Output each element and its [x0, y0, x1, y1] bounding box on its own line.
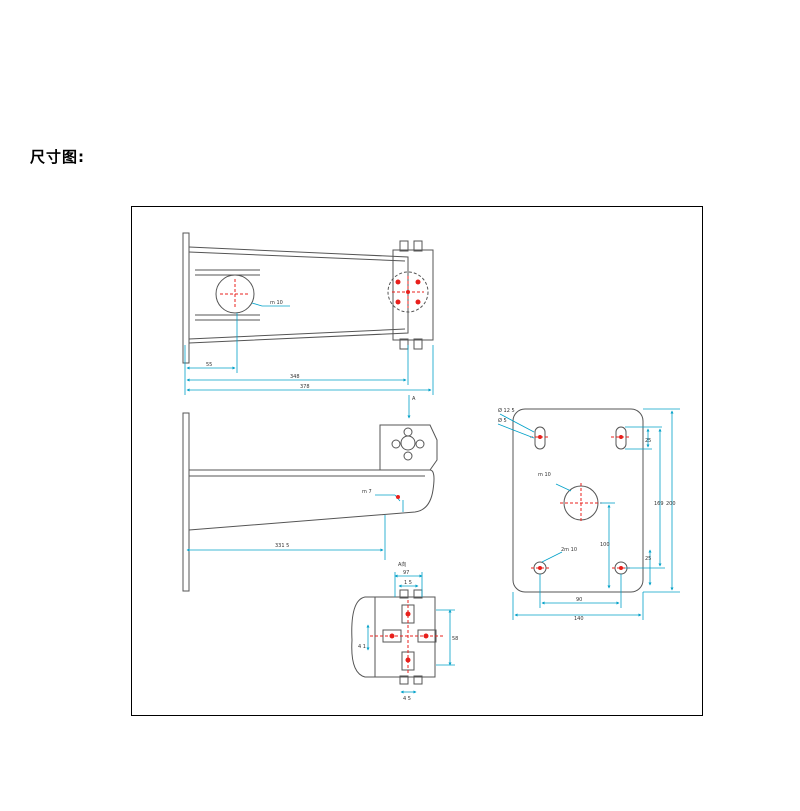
base-plate-dim-bottom-offset: 25 [645, 556, 651, 562]
side-arm-outline [188, 246, 409, 344]
base-plate-dim-right-mid: 169 [654, 501, 664, 507]
base-plate-dim-hole-spacing: 90 [576, 597, 582, 603]
page-heading: 尺寸图: [30, 148, 85, 166]
base-plate-slot-right [615, 426, 627, 450]
base-plate-dim-center-height: 100 [600, 542, 610, 548]
detail-a-dimensions [366, 572, 455, 694]
side-dim-offset: 55 [206, 362, 212, 368]
base-plate-slot-label-1: Ø 12 5 [498, 407, 515, 414]
side-hole-label: m 10 [270, 300, 283, 306]
detail-a-dim-top-inner: 1 5 [404, 580, 412, 586]
detail-a-holes [389, 611, 429, 663]
base-plate-center-marks [530, 436, 631, 569]
front-view [182, 412, 438, 592]
side-view [182, 232, 434, 364]
front-dimensions [186, 395, 411, 560]
front-dim-length: 331 5 [275, 543, 289, 549]
front-wall-plate [182, 412, 190, 592]
base-plate-hole-centers [538, 435, 623, 570]
base-plate-slot-left [534, 426, 546, 450]
detail-a-dim-left: 4 1 [358, 644, 366, 650]
base-plate-dim-right-inner: 25 [645, 438, 651, 444]
detail-a-center-marks [370, 600, 445, 675]
drawing-frame [131, 206, 703, 716]
side-mount-hole [215, 274, 255, 314]
base-plate-center-hole-label: m 10 [538, 472, 551, 478]
side-head-block [392, 249, 434, 341]
detail-a-body [374, 596, 436, 678]
detail-a-left-arc [351, 596, 375, 678]
detail-a-dim-bottom: 4 5 [403, 696, 411, 702]
front-screw-hole [396, 495, 400, 499]
side-head-bolts [395, 279, 421, 305]
base-plate-view [512, 408, 644, 593]
front-arrow-label: A [412, 396, 416, 402]
base-plate-dimensions [497, 408, 680, 620]
front-screw-label: m 7 [362, 489, 372, 495]
detail-a-dim-top-outer: 97 [403, 570, 409, 576]
detail-a-dim-right: 58 [452, 636, 458, 642]
front-head-bracket [379, 424, 438, 471]
side-dim-length: 348 [290, 374, 300, 380]
base-plate-slot-label-2: Ø 5 [498, 417, 507, 424]
base-plate-dim-width: 140 [574, 616, 584, 622]
base-plate-bottom-hole-label: 2m 10 [561, 547, 577, 553]
side-dim-total: 378 [300, 384, 310, 390]
detail-a-title: A向 [398, 561, 406, 568]
base-plate-dim-right-outer: 200 [666, 501, 676, 507]
side-wall-plate [182, 232, 190, 364]
side-head-pivot [387, 271, 429, 313]
side-dimensions [184, 302, 434, 395]
front-arm-outline [188, 469, 435, 531]
base-plate-outline [512, 408, 644, 593]
